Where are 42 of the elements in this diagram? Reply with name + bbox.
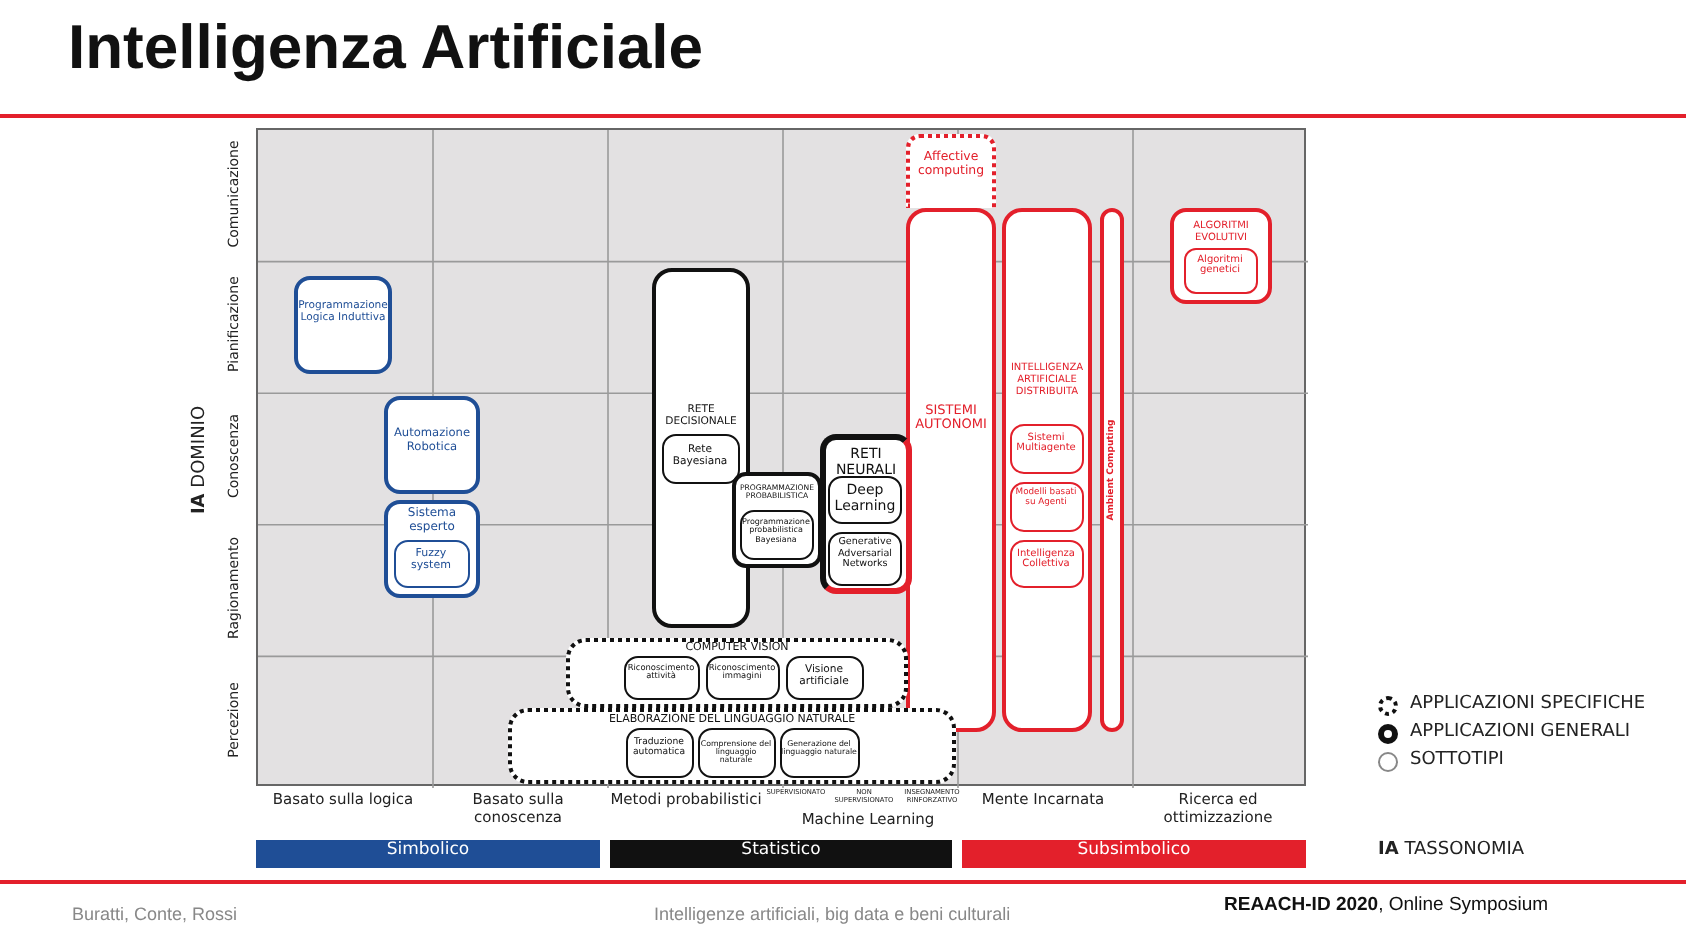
title: Intelligenza Artificiale bbox=[68, 12, 704, 84]
rounded-box bbox=[393, 539, 469, 587]
rounded-box bbox=[732, 472, 822, 568]
footer-text: Buratti, Conte, Rossi bbox=[72, 904, 238, 924]
rounded-box bbox=[625, 727, 693, 777]
rounded-box bbox=[828, 532, 902, 586]
rounded-box bbox=[906, 208, 996, 732]
legend-label: APPLICAZIONI GENERALI bbox=[1410, 722, 1631, 742]
category-bar bbox=[610, 840, 952, 868]
rounded-box bbox=[1009, 423, 1083, 473]
category-label: Subsimbolico bbox=[1075, 840, 1193, 862]
axis-title: IA TASSONOMIA bbox=[1378, 840, 1525, 860]
legend-label: SOTTOTIPI bbox=[1410, 750, 1504, 770]
rounded-box bbox=[1100, 208, 1124, 732]
rounded-box bbox=[384, 396, 480, 494]
rounded-box bbox=[705, 655, 779, 699]
rounded-box bbox=[661, 433, 739, 483]
rounded-box bbox=[1009, 481, 1083, 531]
axis-title: IA DOMINIO bbox=[190, 405, 210, 515]
category-label: Statistico bbox=[739, 840, 823, 862]
rounded-box bbox=[1002, 208, 1092, 732]
rounded-box bbox=[623, 655, 699, 699]
category-label: Simbolico bbox=[384, 840, 472, 862]
legend-label: APPLICAZIONI SPECIFICHE bbox=[1410, 694, 1646, 714]
dotted-box bbox=[508, 708, 956, 784]
rounded-box bbox=[820, 434, 912, 594]
rounded-box bbox=[1170, 208, 1272, 304]
dotted-box bbox=[566, 638, 908, 708]
rounded-box bbox=[697, 727, 775, 777]
dotted-box bbox=[906, 134, 996, 208]
rounded-box bbox=[1183, 247, 1257, 293]
footer-text: REAACH-ID 2020, Online Symposium bbox=[1224, 894, 1549, 916]
category-bar bbox=[256, 840, 600, 868]
footer-text: Intelligenze artificiali, big data e beni culturali bbox=[654, 904, 1011, 924]
rounded-box bbox=[739, 509, 813, 559]
category-bar bbox=[962, 840, 1306, 868]
rounded-box bbox=[785, 655, 863, 699]
rounded-box bbox=[779, 727, 859, 777]
rounded-box bbox=[384, 500, 480, 598]
rounded-box bbox=[294, 276, 392, 374]
rounded-box bbox=[1009, 539, 1083, 587]
rounded-box bbox=[828, 476, 902, 524]
